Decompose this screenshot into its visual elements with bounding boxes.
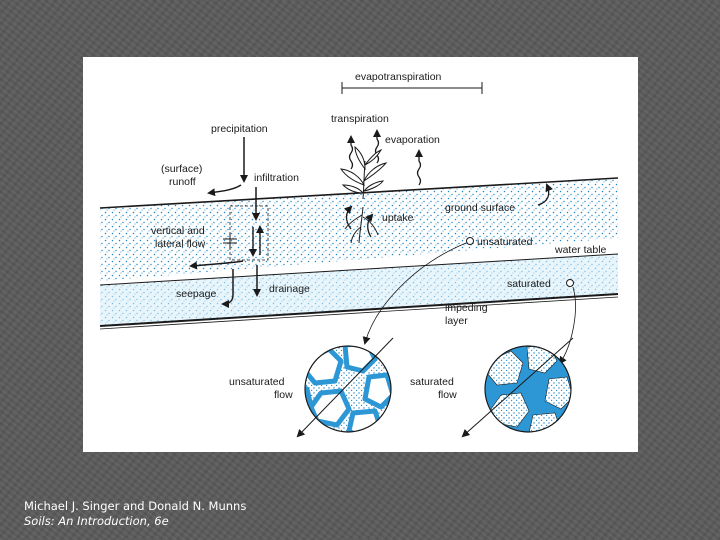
saturated-zone-band <box>100 254 618 326</box>
seepage-label: seepage <box>176 288 216 300</box>
seepage-arrow <box>221 269 234 308</box>
saturated-flow-arrow <box>461 337 574 438</box>
impeding-layer-line <box>99 293 619 327</box>
evapotranspiration-bracket <box>341 82 483 94</box>
precipitation-label: precipitation <box>211 123 268 135</box>
saturated-flow-label-line2: flow <box>438 389 457 401</box>
plant-roots <box>344 206 379 244</box>
uptake-label: uptake <box>382 212 414 224</box>
evapotranspiration-label: evapotranspiration <box>355 71 442 83</box>
runoff-label-line1: (surface) <box>161 163 202 175</box>
uptake-arrow-1 <box>343 205 353 230</box>
unsaturated-connector <box>362 242 467 345</box>
ground-surface-label: ground surface <box>445 202 515 214</box>
unsaturated-marker <box>466 237 474 245</box>
impeding-layer-label-line1: impeding <box>445 302 488 314</box>
unsaturated-flow-label-line2: flow <box>274 389 293 401</box>
drainage-label: drainage <box>269 283 310 295</box>
vertical-lateral-label-line1: vertical and <box>151 225 205 237</box>
impeding-layer-line-2 <box>99 296 619 330</box>
evaporation-label: evaporation <box>385 134 440 146</box>
evaporation-arrow <box>415 149 423 186</box>
topsoil-band <box>100 178 618 281</box>
vertical-lateral-label-line2: lateral flow <box>155 238 206 250</box>
saturated-connector <box>558 286 576 365</box>
saturated-label: saturated <box>507 278 551 290</box>
transpiration-arrow-1 <box>347 135 355 170</box>
uptake-arrow-2 <box>365 213 374 238</box>
source-caption: Michael J. Singer and Donald N. Munns So… <box>24 499 246 529</box>
caption-authors: Michael J. Singer and Donald N. Munns <box>24 499 247 513</box>
water-table-line <box>99 253 619 286</box>
infiltration-label: infiltration <box>254 172 299 184</box>
saturated-marker <box>566 279 574 287</box>
runoff-arrow <box>207 184 242 197</box>
runoff-label-line2: runoff <box>169 176 196 188</box>
hydrologic-cycle-diagram: evapotranspiration transpiration evapora… <box>99 71 619 438</box>
flow-cross-symbol <box>223 233 237 249</box>
unsaturated-flow-circle <box>304 345 392 433</box>
saturated-flow-label-line1: saturated <box>410 376 454 388</box>
unsaturated-label: unsaturated <box>477 236 533 248</box>
unsaturated-flow-label-line1: unsaturated <box>229 376 285 388</box>
transpiration-arrow-2 <box>373 129 381 164</box>
transpiration-label: transpiration <box>331 113 389 125</box>
caption-book-title: Soils: An Introduction, 6e <box>24 514 169 528</box>
plant-icon <box>339 145 388 200</box>
figure-panel: evapotranspiration transpiration evapora… <box>83 57 638 452</box>
unsaturated-flow-arrow <box>296 337 394 438</box>
lateral-flow-arrow <box>189 260 244 270</box>
saturated-flow-circle <box>484 345 572 433</box>
ground-surface-pointer <box>537 183 553 206</box>
water-table-label: water table <box>554 244 607 256</box>
impeding-layer-label-line2: layer <box>445 315 468 327</box>
